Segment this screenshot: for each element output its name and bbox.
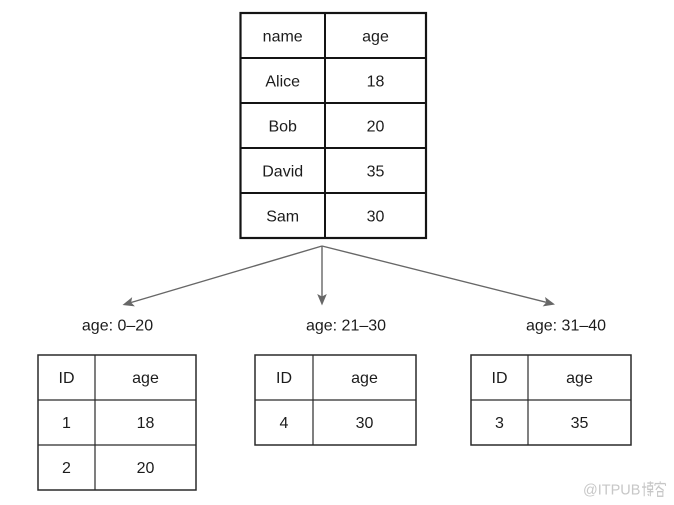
svg-text:@ITPUB: @ITPUB	[583, 483, 640, 499]
svg-text:30: 30	[367, 208, 385, 225]
svg-text:Sam: Sam	[266, 208, 299, 225]
svg-text:David: David	[262, 163, 303, 180]
svg-text:30: 30	[356, 415, 374, 432]
svg-text:age: age	[132, 370, 159, 387]
svg-text:18: 18	[137, 415, 155, 432]
svg-text:20: 20	[137, 460, 155, 477]
svg-text:Bob: Bob	[268, 118, 297, 135]
svg-text:age: 0–20: age: 0–20	[82, 318, 153, 335]
svg-text:name: name	[263, 28, 303, 45]
svg-text:4: 4	[280, 415, 289, 432]
svg-text:18: 18	[367, 73, 385, 90]
svg-text:age: age	[566, 370, 593, 387]
svg-text:35: 35	[367, 163, 385, 180]
svg-text:35: 35	[571, 415, 589, 432]
svg-text:age: age	[351, 370, 378, 387]
svg-text:ID: ID	[276, 370, 292, 387]
svg-text:1: 1	[62, 415, 71, 432]
svg-text:ID: ID	[59, 370, 75, 387]
svg-text:3: 3	[495, 415, 504, 432]
svg-text:2: 2	[62, 460, 71, 477]
svg-text:age: 21–30: age: 21–30	[306, 318, 386, 335]
svg-text:20: 20	[367, 118, 385, 135]
svg-text:age: age	[362, 28, 389, 45]
svg-text:age: 31–40: age: 31–40	[526, 318, 606, 335]
svg-text:Alice: Alice	[265, 73, 300, 90]
svg-text:ID: ID	[492, 370, 508, 387]
